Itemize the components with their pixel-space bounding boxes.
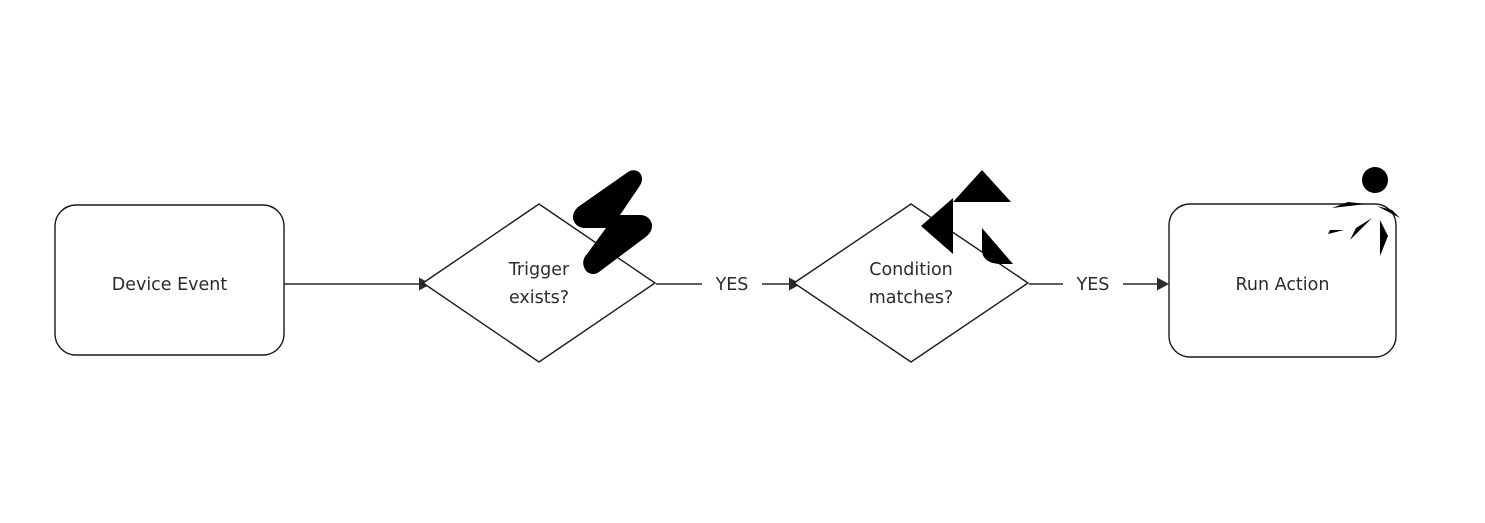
running-person-head <box>1362 167 1388 193</box>
run-action-shape[interactable] <box>1168 203 1397 358</box>
edge-3-label: YES <box>1076 275 1110 295</box>
edge-device-event-to-trigger <box>284 277 431 291</box>
run-action-label: Run Action <box>1236 275 1330 295</box>
condition-matches-label-line2: matches? <box>869 288 954 308</box>
node-run-action[interactable]: Run Action <box>1168 203 1397 358</box>
edge-2-label: YES <box>715 275 749 295</box>
condition-matches-label-line1: Condition <box>869 260 953 280</box>
edge-trigger-to-condition: YES <box>656 275 801 295</box>
device-event-label: Device Event <box>112 275 228 295</box>
device-event-shape[interactable] <box>54 204 285 356</box>
trigger-exists-label-line1: Trigger <box>508 260 570 280</box>
branch-fork-arrow-icon <box>921 170 1013 264</box>
condition-matches-shape[interactable] <box>792 203 1030 363</box>
running-person-icon <box>1328 167 1400 256</box>
node-device-event[interactable]: Device Event <box>54 204 285 356</box>
node-condition-matches[interactable]: Condition matches? <box>792 203 1030 363</box>
edge-3-arrowhead <box>1157 277 1169 291</box>
edge-condition-to-run-action: YES <box>1029 275 1169 295</box>
trigger-exists-label-line2: exists? <box>509 288 569 308</box>
lightning-bolt-icon <box>573 170 652 275</box>
